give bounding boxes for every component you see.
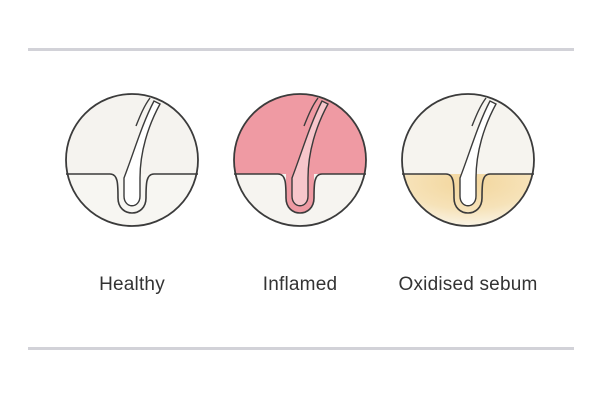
follicle-circle [401, 93, 535, 227]
follicle-label: Inflamed [262, 274, 338, 295]
follicle-outline [234, 173, 366, 214]
inflamed-follicle-icon [233, 93, 367, 227]
follicle-circle [65, 93, 199, 227]
top-divider [28, 48, 574, 51]
follicle-circle [233, 93, 367, 227]
hair-strand [471, 97, 487, 127]
follicle-label: Healthy [99, 274, 165, 295]
follicle-healthy: Healthy [64, 92, 200, 302]
hair-strand [135, 97, 151, 127]
oxidised-follicle-icon [401, 93, 535, 227]
follicle-outline [402, 173, 534, 214]
hair-shaft [123, 100, 161, 207]
hair-shaft [459, 100, 497, 207]
healthy-follicle-icon [65, 93, 199, 227]
follicle-inflamed: Inflamed [232, 92, 368, 302]
bottom-divider [28, 347, 574, 350]
follicle-outline [66, 173, 198, 214]
hair-shaft [291, 100, 329, 207]
hair-strand [303, 97, 319, 127]
follicle-oxidised-sebum: Oxidised sebum [398, 92, 537, 302]
follicle-label: Oxidised sebum [398, 274, 538, 295]
